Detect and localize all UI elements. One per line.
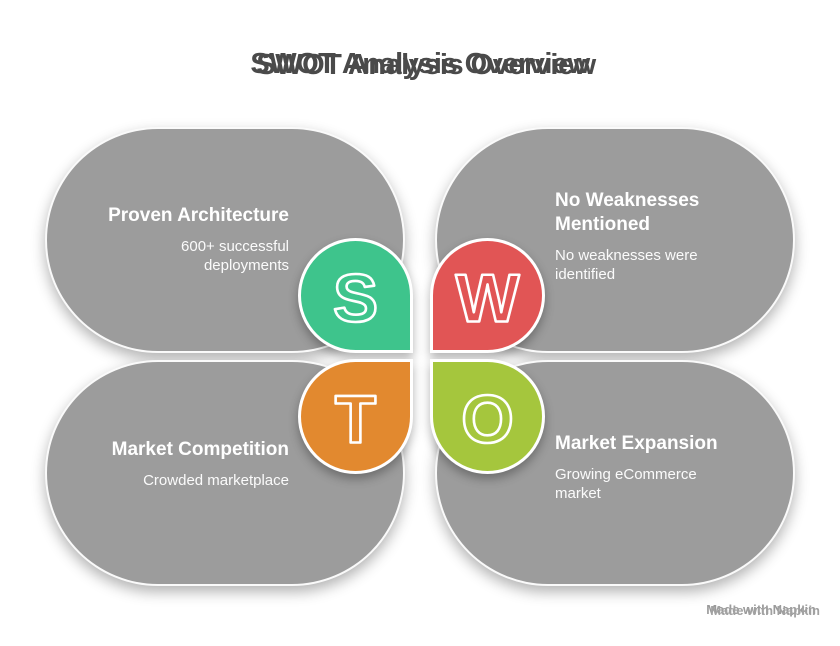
diagram-title-ghost-text: SWOT Analysis Overview <box>256 49 596 81</box>
strengths-text-block: Proven Architecture 600+ successful depl… <box>107 204 289 275</box>
weaknesses-heading: No Weaknesses Mentioned <box>555 190 700 235</box>
letter-s-icon: S <box>332 260 380 338</box>
threats-detail: Crowded marketplace <box>143 472 289 489</box>
watermark-text: Made with Napkin <box>706 602 816 617</box>
opportunities-detail: Growing eCommerce market <box>555 466 697 502</box>
strengths-letter-badge: S <box>298 238 413 353</box>
opportunities-letter: O <box>461 382 514 457</box>
weaknesses-detail: No weaknesses were identified <box>555 247 698 283</box>
threats-letter: T <box>335 382 376 457</box>
weaknesses-text-block: No Weaknesses Mentioned No weaknesses we… <box>555 189 735 284</box>
opportunities-letter-badge: O <box>430 359 545 474</box>
letter-t-icon: T <box>334 381 378 459</box>
strengths-heading: Proven Architecture <box>108 205 289 226</box>
strengths-detail: 600+ successful deployments <box>181 238 289 274</box>
diagram-title-text: SWOT Analysis Overview <box>250 48 590 80</box>
weaknesses-letter: W <box>456 261 520 336</box>
diagram-title: SWOT Analysis Overview SWOT Analysis Ove… <box>0 48 840 81</box>
letter-o-icon: O <box>460 381 515 459</box>
threats-text-block: Market Competition Crowded marketplace <box>107 438 289 490</box>
opportunities-text-block: Market Expansion Growing eCommerce marke… <box>555 432 723 503</box>
threats-letter-badge: T <box>298 359 413 474</box>
opportunities-heading: Market Expansion <box>555 433 718 454</box>
letter-w-icon: W <box>454 260 521 338</box>
threats-heading: Market Competition <box>111 439 289 460</box>
watermark-ghost-text: Made with Napkin <box>710 603 820 618</box>
weaknesses-letter-badge: W <box>430 238 545 353</box>
watermark: Made with Napkin Made with Napkin <box>706 601 820 619</box>
strengths-letter: S <box>333 261 378 336</box>
